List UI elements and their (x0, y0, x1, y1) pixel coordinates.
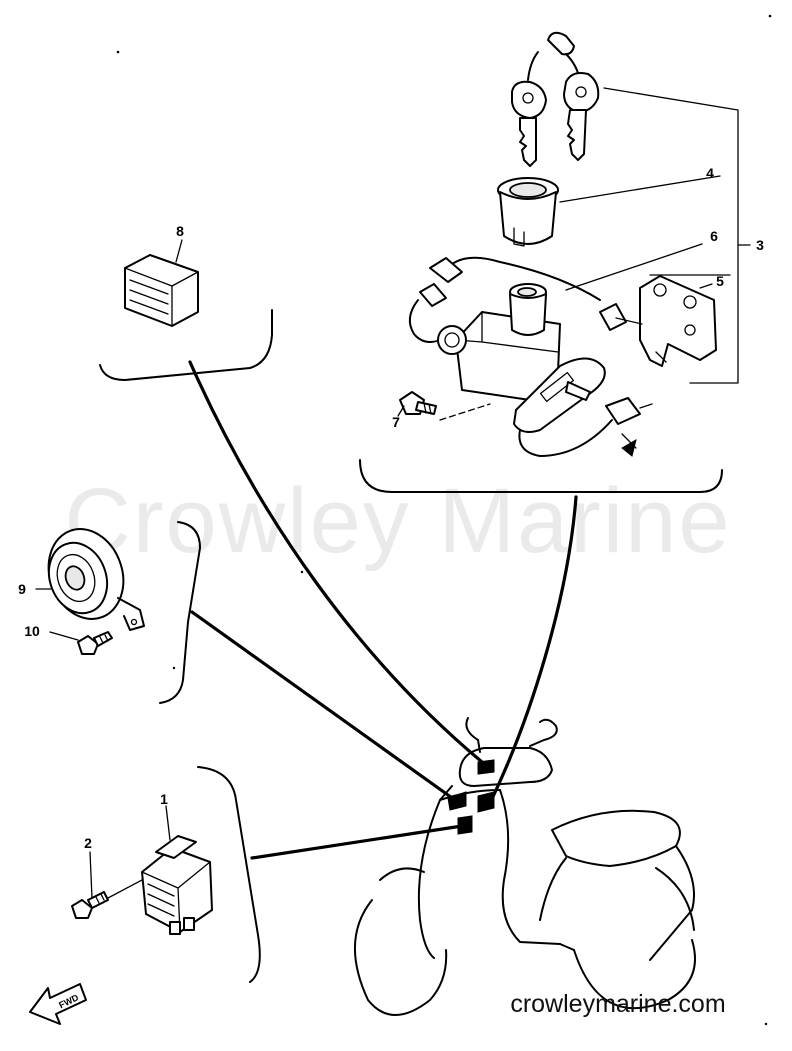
print-speck (764, 1022, 768, 1026)
callout-4: 4 (706, 165, 714, 181)
callout-6: 6 (710, 228, 718, 244)
callout-2: 2 (84, 835, 92, 851)
relay-part (124, 254, 199, 327)
lock-cylinder-part (497, 177, 559, 247)
callout-10: 10 (24, 623, 40, 639)
keys-part (511, 31, 600, 167)
callout-1: 1 (160, 791, 168, 807)
leader-callout-10 (49, 631, 79, 641)
group-bracket-main-switch (359, 459, 723, 493)
screw-part-2 (71, 879, 143, 919)
callout-3-bracket (603, 87, 751, 384)
callout-5: 5 (716, 273, 724, 289)
scooter-outline (353, 717, 696, 1016)
group-bracket-rectifier (197, 766, 261, 983)
main-switch-part (408, 256, 653, 457)
rectifier-part (141, 835, 213, 935)
leader-switch-to-scooter (488, 495, 578, 805)
leader-callout-1 (165, 805, 171, 841)
leader-callout-6 (565, 243, 703, 291)
print-speck (768, 14, 772, 18)
leader-callout-7 (397, 405, 405, 417)
leader-relay-to-scooter (188, 360, 484, 764)
horn-part (47, 528, 145, 631)
callout-3: 3 (756, 237, 764, 253)
callout-7: 7 (392, 414, 400, 430)
leader-callout-2 (89, 851, 93, 899)
forward-direction-arrow: FWD (29, 983, 87, 1025)
print-speck (300, 570, 304, 574)
leader-callout-5 (699, 283, 713, 289)
leader-rectifier-to-scooter (250, 824, 464, 860)
group-bracket-horn (159, 521, 201, 704)
callout-9: 9 (18, 581, 26, 597)
leader-callout-8 (175, 239, 183, 263)
group-bracket-relay (99, 309, 273, 381)
print-speck (172, 666, 176, 670)
callout-8: 8 (176, 223, 184, 239)
switch-bracket-part (599, 275, 717, 367)
leader-callout-4 (559, 175, 721, 203)
screw-part-10 (77, 631, 113, 655)
leader-horn-to-scooter (190, 610, 457, 802)
print-speck (116, 50, 120, 54)
footer-url: crowleymarine.com (510, 990, 725, 1018)
screw-part-7 (399, 391, 491, 421)
watermark-text: Crowley Marine (64, 470, 731, 572)
